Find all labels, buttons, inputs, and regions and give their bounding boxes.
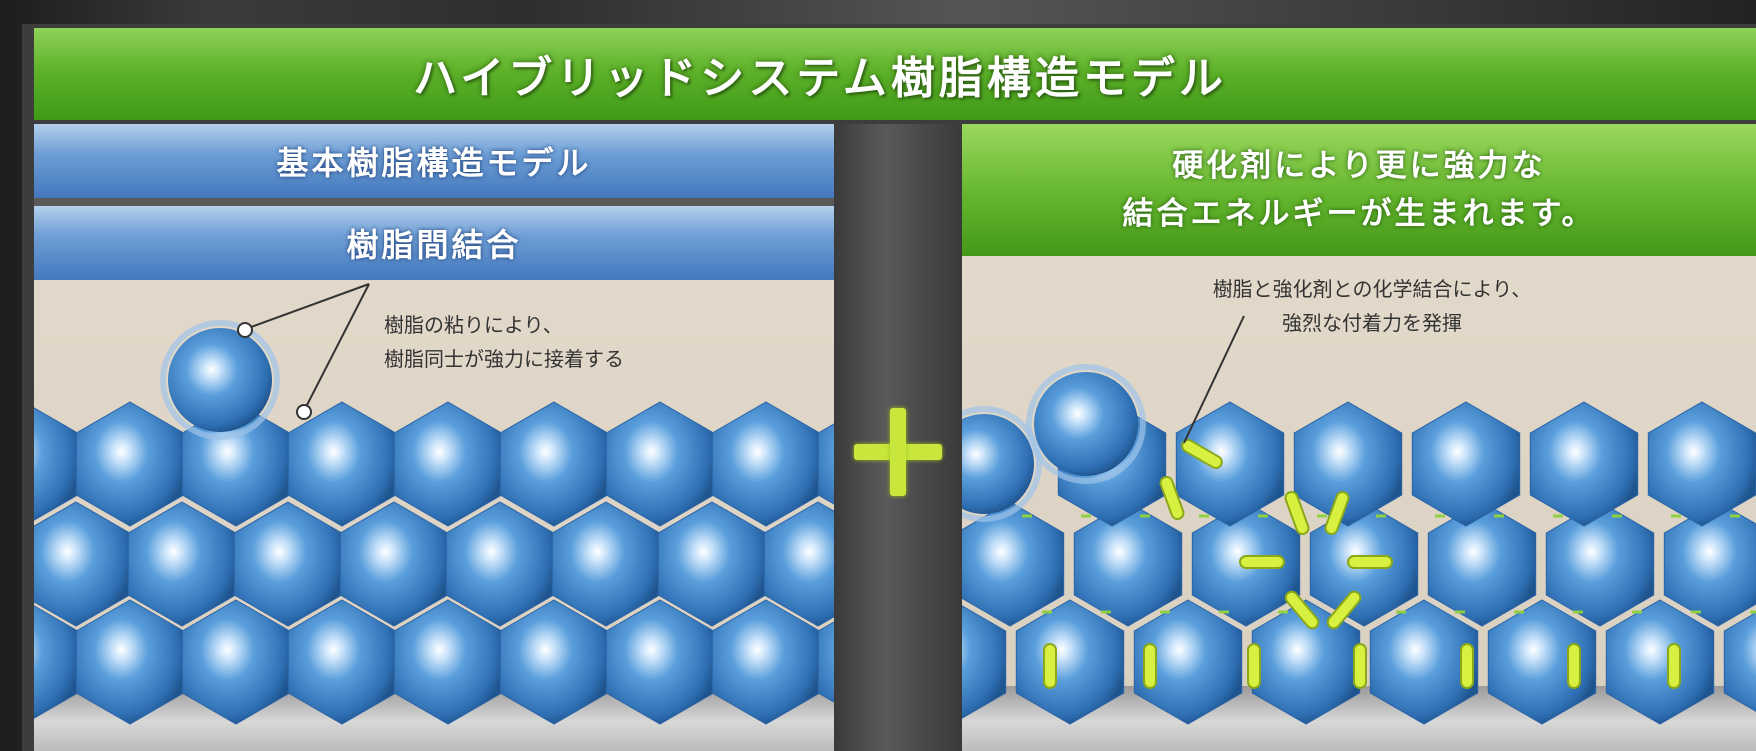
resin-particle	[962, 605, 1007, 719]
resin-particle	[657, 501, 767, 627]
resin-particle	[711, 401, 821, 527]
hardener-heading: 硬化剤により更に強力な 結合エネルギーが生まれます。	[962, 124, 1756, 256]
inter-resin-bond-heading: 樹脂間結合	[34, 206, 834, 280]
right-resin-spheres	[962, 315, 1756, 725]
resin-particle	[605, 599, 715, 725]
diagram-title: ハイブリッドシステム樹脂構造モデル	[413, 53, 1227, 104]
band-separator	[34, 198, 834, 206]
resin-particle	[1529, 401, 1639, 527]
hardener-bond	[1181, 439, 1223, 469]
resin-particle-glow	[160, 320, 280, 440]
resin-particle	[1487, 599, 1597, 725]
hardener-heading-line2: 結合エネルギーが生まれます。	[1122, 196, 1596, 232]
hardener-bond	[1284, 590, 1320, 630]
title-banner: ハイブリッドシステム樹脂構造モデル	[34, 28, 1756, 120]
hardener-bond	[1284, 490, 1310, 536]
resin-particle	[962, 501, 1065, 627]
resin-particle	[817, 423, 834, 505]
plus-icon	[854, 408, 942, 496]
resin-particle	[168, 328, 272, 432]
resin-particle	[1605, 599, 1715, 725]
hardener-bond	[1667, 643, 1681, 689]
hardener-heading-line1: 硬化剤により更に強力な	[1172, 148, 1546, 184]
resin-particle	[181, 599, 291, 725]
hardener-bond	[1567, 643, 1581, 689]
resin-particle	[1034, 372, 1138, 476]
leader-line	[250, 283, 370, 328]
resin-particle	[605, 401, 715, 527]
resin-particle	[393, 599, 503, 725]
resin-particle	[339, 501, 449, 627]
resin-particle	[763, 501, 834, 627]
resin-particle	[499, 599, 609, 725]
hardener-bond	[1353, 643, 1367, 689]
leader-line	[306, 283, 370, 406]
resin-particle	[499, 401, 609, 527]
resin-particle-glow	[1026, 364, 1146, 484]
resin-particle	[1073, 501, 1183, 627]
hardener-bond	[1324, 490, 1350, 536]
resin-particle	[34, 501, 131, 627]
resin-particle	[1293, 401, 1403, 527]
hardener-bond	[1239, 555, 1285, 569]
resin-particle	[287, 401, 397, 527]
hardener-bond	[1159, 475, 1185, 521]
basic-model-heading: 基本樹脂構造モデル	[34, 124, 834, 198]
hardener-bond	[1326, 590, 1362, 630]
resin-particle	[1663, 501, 1756, 627]
hardener-bond	[1043, 643, 1057, 689]
left-annotation: 樹脂の粘りにより、 樹脂同士が強力に接着する	[384, 308, 824, 376]
leader-marker	[296, 404, 312, 420]
leader-marker	[237, 322, 253, 338]
hardener-bond	[1247, 643, 1261, 689]
resin-particle	[287, 599, 397, 725]
resin-particle	[1545, 501, 1655, 627]
left-resin-spheres	[34, 283, 834, 725]
resin-particle	[1647, 401, 1756, 527]
hardener-bond	[1460, 643, 1474, 689]
hardener-bond	[1143, 643, 1157, 689]
resin-particle	[711, 599, 821, 725]
resin-particle	[75, 401, 185, 527]
resin-particle	[393, 401, 503, 527]
resin-particle	[1251, 599, 1361, 725]
hybrid-bond-panel: 硬化剤により更に強力な 結合エネルギーが生まれます。 樹脂と強化剤との化学結合に…	[962, 124, 1756, 751]
resin-particle	[1175, 401, 1285, 527]
resin-particle	[551, 501, 661, 627]
basic-resin-model-panel: 基本樹脂構造モデル 樹脂間結合 樹脂の粘りにより、 樹脂同士が強力に接着する	[34, 124, 834, 751]
resin-particle	[233, 501, 343, 627]
resin-particle	[1369, 599, 1479, 725]
left-annotation-line1: 樹脂の粘りにより、	[384, 313, 563, 337]
right-annotation-line1: 樹脂と強化剤との化学結合により、	[1212, 277, 1532, 301]
resin-particle	[1015, 599, 1125, 725]
resin-particle	[1723, 612, 1756, 712]
resin-particle	[445, 501, 555, 627]
resin-particle	[962, 414, 1034, 514]
resin-particle	[817, 621, 834, 703]
resin-particle	[1427, 501, 1537, 627]
resin-particle	[1133, 599, 1243, 725]
resin-particle	[127, 501, 237, 627]
left-annotation-line2: 樹脂同士が強力に接着する	[384, 347, 624, 371]
right-annotation: 樹脂と強化剤との化学結合により、 強烈な付着力を発揮	[1172, 272, 1572, 340]
resin-particle	[75, 599, 185, 725]
resin-particle	[1411, 401, 1521, 527]
leader-line	[1183, 315, 1245, 444]
right-annotation-line2: 強烈な付着力を発揮	[1282, 311, 1462, 335]
hardener-bond	[1347, 555, 1393, 569]
resin-particle-glow	[962, 406, 1042, 522]
